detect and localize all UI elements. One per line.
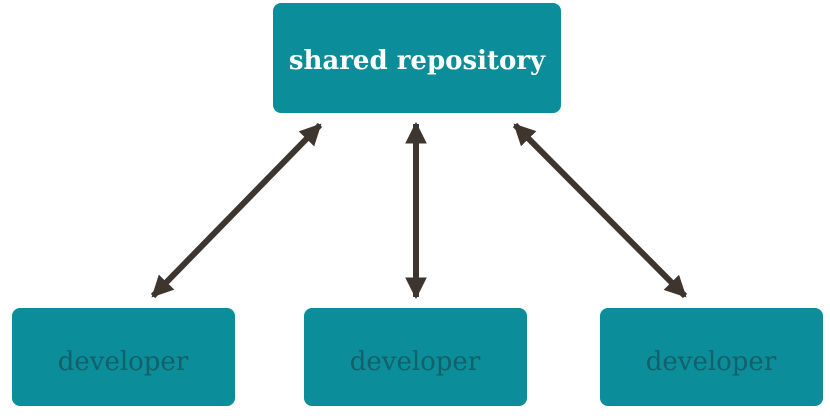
arrow-repo-developer-left xyxy=(150,122,323,299)
node-developer-left: developer xyxy=(12,308,235,406)
arrow-repo-developer-right xyxy=(512,122,688,299)
node-developer-right: developer xyxy=(600,308,823,406)
developer-middle-box xyxy=(304,308,527,406)
node-shared-repository: shared repository xyxy=(273,3,561,113)
developer-left-box xyxy=(12,308,235,406)
developer-right-label: developer xyxy=(646,347,777,377)
shared-repository-box xyxy=(273,3,561,113)
developer-middle-label: developer xyxy=(350,347,481,377)
node-developer-middle: developer xyxy=(304,308,527,406)
developer-left-label: developer xyxy=(58,347,189,377)
developer-right-box xyxy=(600,308,823,406)
shared-repository-label: shared repository xyxy=(289,46,546,76)
edges xyxy=(150,121,688,300)
